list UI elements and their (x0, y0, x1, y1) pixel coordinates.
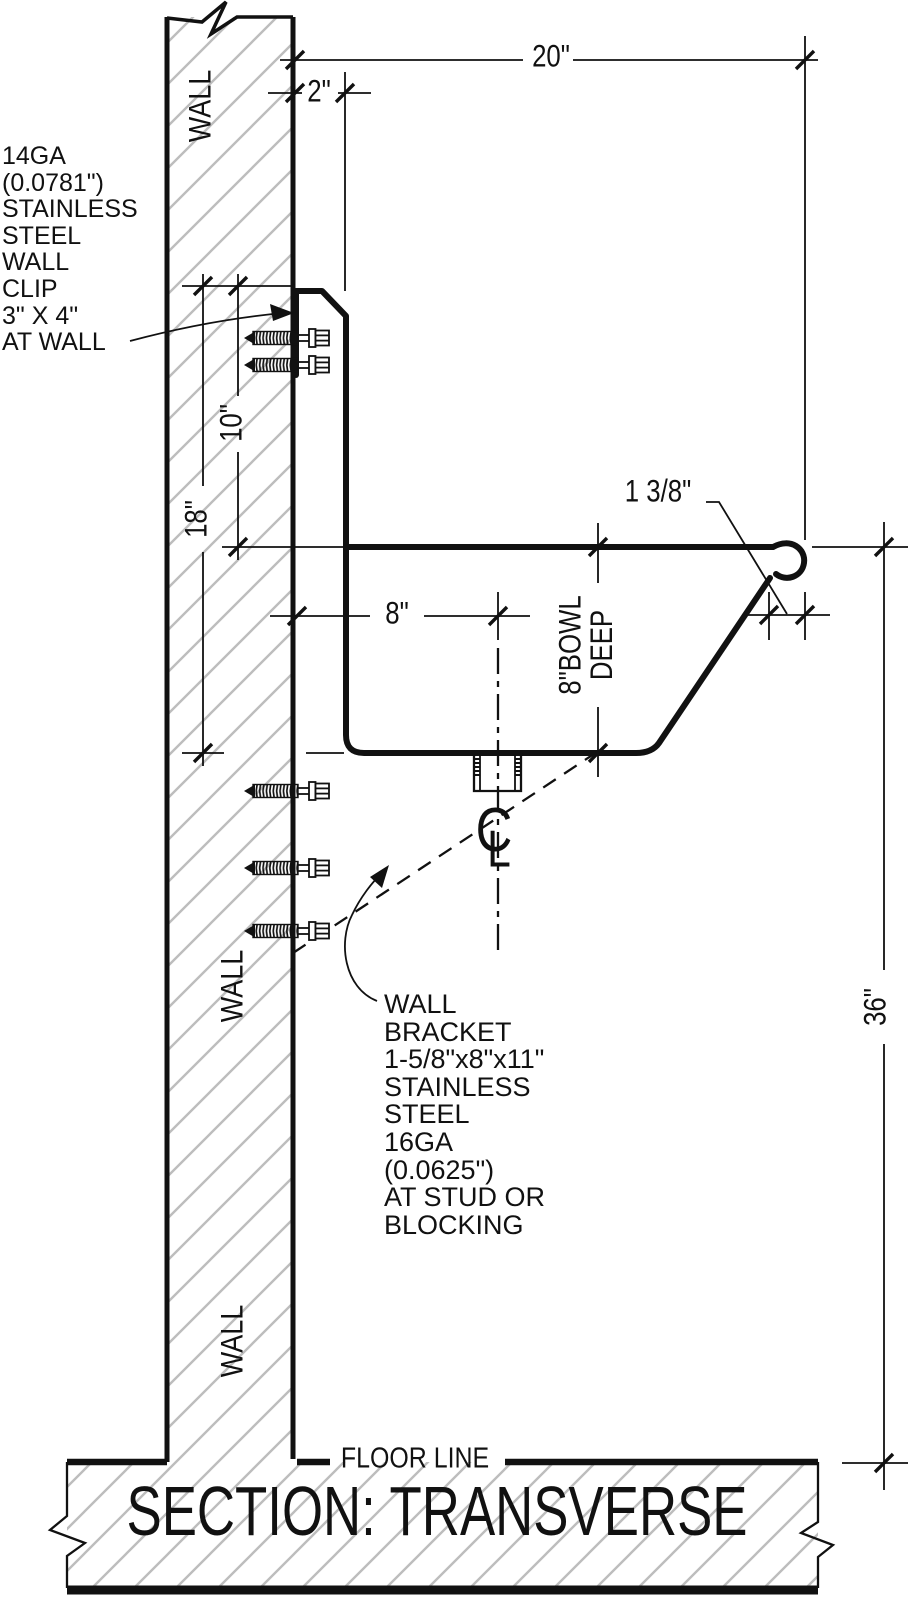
leader-lines (129, 304, 389, 1002)
bracket-leader-arrow (370, 865, 389, 888)
bracket-note: WALL BRACKET 1-5/8"x8"x11" STAINLESS STE… (384, 989, 546, 1240)
wall-hatch (167, 17, 293, 1462)
drain-fitting (472, 753, 523, 793)
dim-clip-offset: 2" (307, 74, 331, 109)
wall-label-middle: WALL (215, 949, 250, 1023)
dimension-ticks (192, 49, 895, 1474)
clip-note: 14GA (0.0781") STAINLESS STEEL WALL CLIP… (2, 142, 138, 357)
wall-bracket-hidden-line (292, 749, 601, 954)
wall-label-bottom: WALL (215, 1304, 250, 1378)
drawing-title: SECTION: TRANSVERSE (126, 1472, 748, 1550)
centerline-symbol-l: L (487, 820, 511, 879)
sink-profile (293, 288, 808, 756)
dim-top-width: 20" (532, 39, 570, 74)
wall-section (164, 0, 296, 1462)
dim-bowl-depth-line1: 8"BOWL (553, 595, 589, 695)
rim-roll (770, 540, 808, 581)
dim-clip-to-rim: 10" (214, 404, 249, 442)
centerline-symbol-c: C (475, 796, 513, 866)
dim-wall-to-drain: 8" (385, 596, 409, 631)
floor-slab-hatch (67, 1462, 818, 1589)
dim-bowl-depth-line2: DEEP (584, 609, 620, 681)
clip-leader-arrow (270, 304, 294, 321)
dim-rim-height: 36" (858, 988, 893, 1026)
wall-label-top: WALL (183, 69, 218, 143)
floor-line-label: FLOOR LINE (340, 1442, 490, 1475)
floor-slab (47, 1458, 836, 1595)
dim-clip-to-bowl-bottom: 18" (179, 500, 214, 538)
dim-rim-roll: 1 3/8" (624, 474, 692, 509)
